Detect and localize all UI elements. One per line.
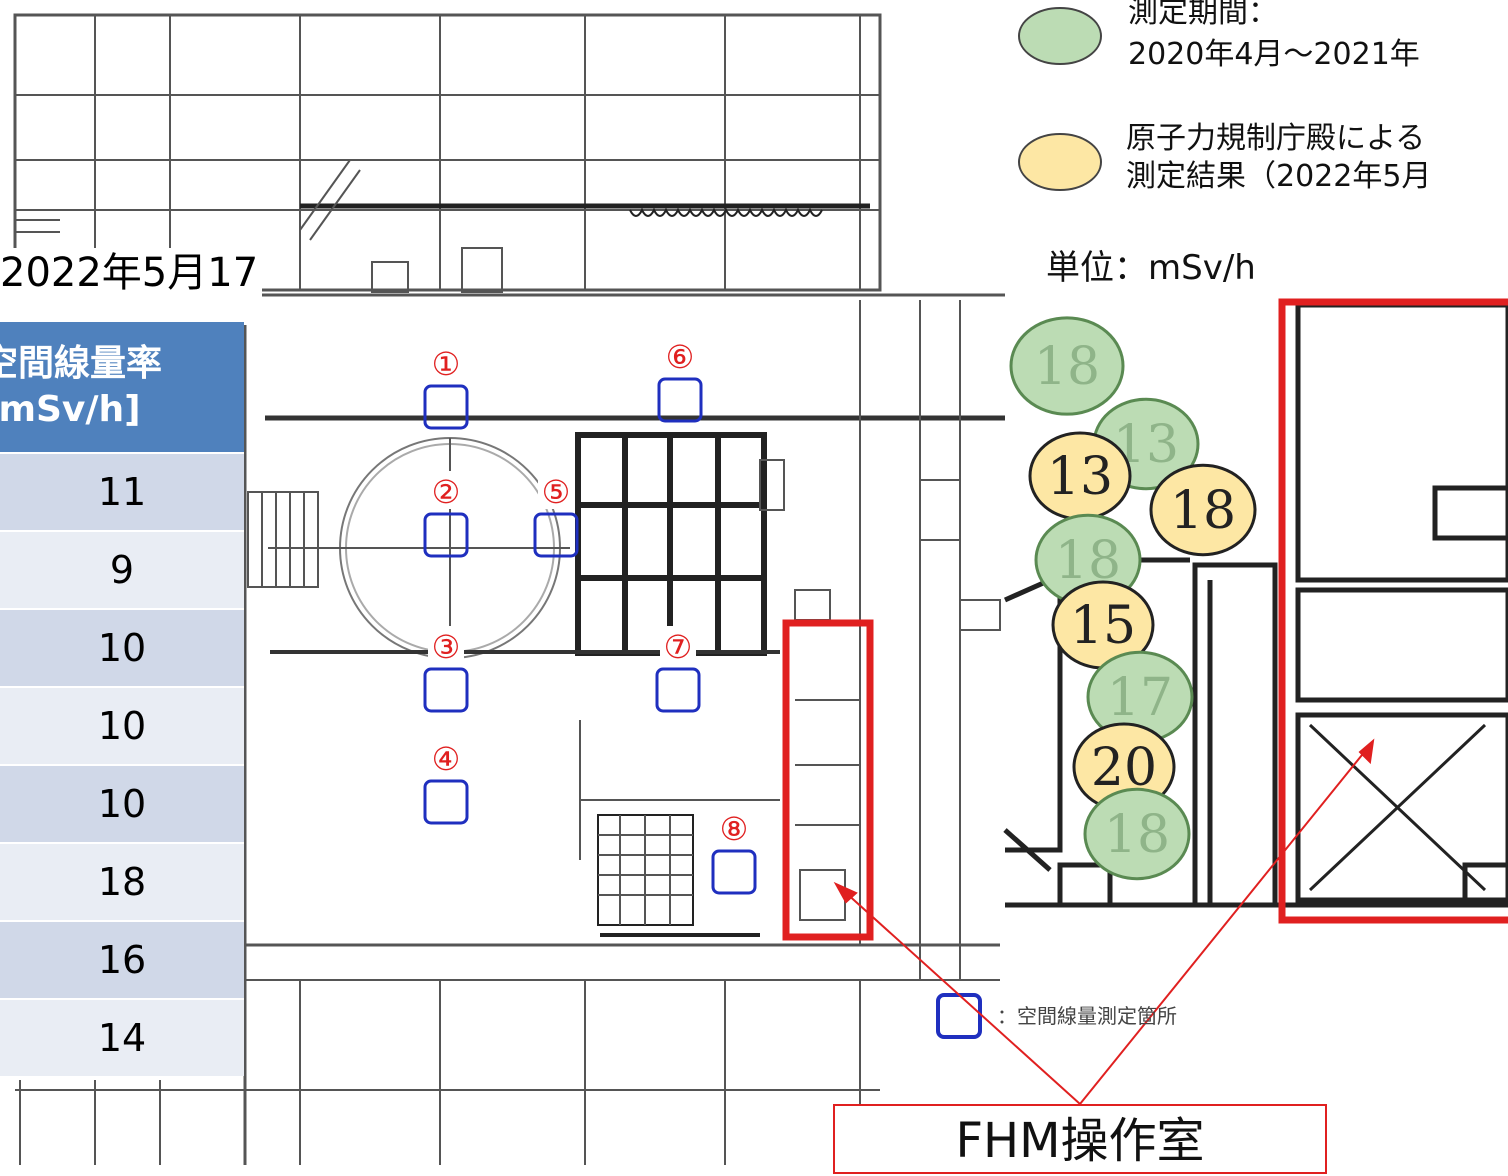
dose-bubble-value: 18 [1170,481,1236,541]
dose-value-7: 16 [0,920,244,999]
dose-bubble-value: 18 [1034,337,1100,397]
dose-bubble-green [1009,316,1125,416]
unit-label: 単位：mSv/h [1046,248,1256,288]
marker-number-bg [428,626,464,664]
dose-header-line1: 空間線量率 [0,343,163,384]
marker-number-bg [660,626,696,664]
measurement-square-6 [657,377,703,423]
measurement-square-7 [655,667,701,713]
dose-table-header: 空間線量率 [mSv/h] [0,322,244,453]
measurement-square-4 [423,779,469,825]
measurement-square-2 [423,512,469,558]
dose-bubble-value: 15 [1070,596,1136,656]
marker-number-6: ⑥ [666,338,695,376]
marker-number-4: ④ [432,740,461,778]
dose-bubble-value: 13 [1047,447,1113,507]
legend-yellow-text: 原子力規制庁殿による 測定結果（2022年5月 [1126,121,1432,194]
callout-arrows [833,738,1375,1105]
measurement-square-1 [423,384,469,430]
marker-number-bg [428,738,464,776]
dose-bubble-value: 18 [1104,805,1170,865]
marker-number-bg [662,336,698,374]
dose-value-2: 9 [0,530,244,609]
dose-value-6: 18 [0,842,244,921]
dose-value-1: 11 [0,452,244,531]
marker-number-1: ① [432,345,461,383]
legend-yellow-swatch [1018,133,1102,191]
marker-legend-caption: ：空間線量測定箇所 [997,1004,1177,1028]
measurement-markers: ① ② ③ ④ ⑤ ⑥ ⑦ ⑧ [423,336,757,895]
marker-number-bg [716,808,752,846]
fhm-room-label: FHM操作室 [833,1104,1327,1174]
measurement-square-3 [423,667,469,713]
marker-number-8: ⑧ [720,810,749,848]
marker-number-2: ② [432,473,461,511]
legend-green-text: 測定期間： 2020年4月～2021年 [1128,0,1420,72]
marker-legend-swatch [936,993,982,1039]
dose-value-3: 10 [0,608,244,687]
marker-number-5: ⑤ [542,473,571,511]
fhm-room-highlight [782,619,874,941]
dose-bubble-green [1083,787,1191,881]
marker-number-3: ③ [432,628,461,666]
dose-bubble-value: 20 [1091,738,1157,798]
dose-value-4: 10 [0,686,244,765]
dose-value-5: 10 [0,764,244,843]
legend-green-swatch [1018,7,1102,65]
dose-value-8: 14 [0,998,244,1076]
dose-bubble-yellow [1149,463,1257,557]
dose-rate-table: 空間線量率 [mSv/h] 11 9 10 10 10 18 16 14 [0,322,244,1076]
marker-number-bg [428,471,464,509]
marker-number-bg [538,471,574,509]
dose-bubble-value: 17 [1107,668,1173,728]
measurement-square-5 [533,512,579,558]
marker-number-bg [428,343,464,381]
marker-number-7: ⑦ [664,628,693,666]
measurement-square-8 [711,849,757,895]
measurement-date: 2022年5月17日 [0,248,262,298]
fhm-room-detail-highlight [1278,298,1508,924]
dose-header-line2: [mSv/h] [0,389,141,430]
